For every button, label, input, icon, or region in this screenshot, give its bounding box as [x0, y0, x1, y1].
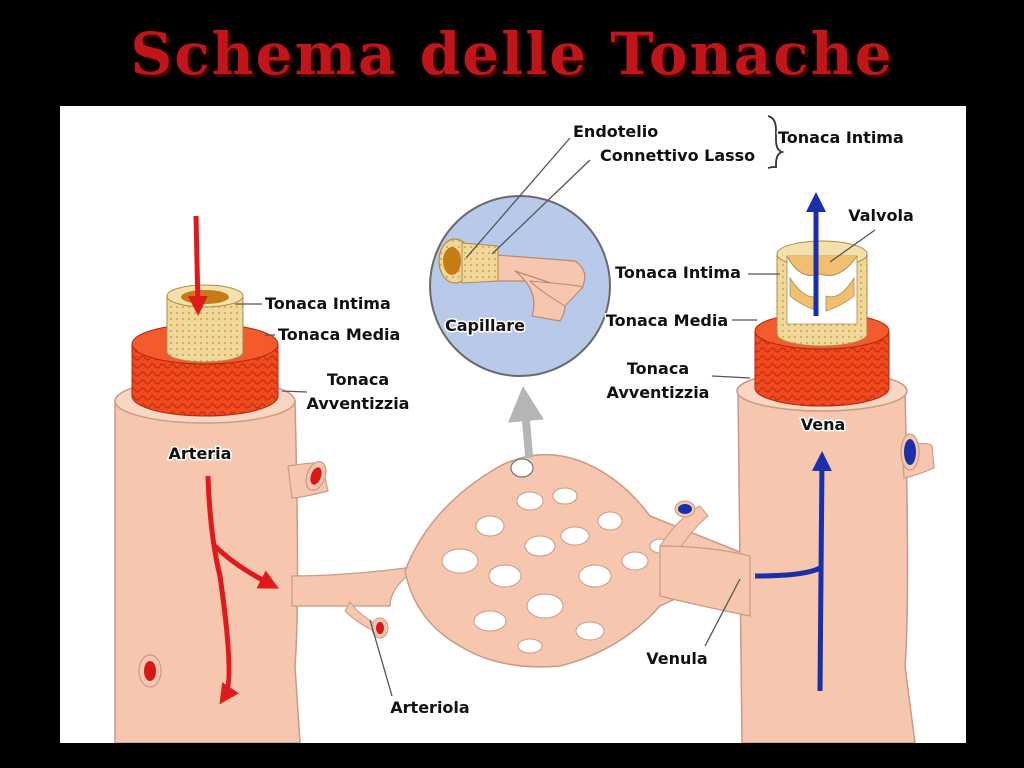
label-vein-intima: Tonaca Intima	[615, 263, 741, 282]
label-capillare: Capillare	[445, 316, 525, 335]
diagram-panel: Tonaca Intima Tonaca Media Tonaca Avvent…	[60, 106, 966, 743]
label-artery-media: Tonaca Media	[278, 325, 400, 344]
label-artery-adventitia-1: Tonaca	[327, 370, 389, 389]
label-artery-intima: Tonaca Intima	[265, 294, 391, 313]
label-arteriola: Arteriola	[390, 698, 469, 717]
label-valvola: Valvola	[848, 206, 914, 225]
capillary-bed	[404, 386, 751, 668]
label-connettivo-lasso: Connettivo Lasso	[600, 146, 755, 165]
label-arteria: Arteria	[169, 444, 232, 463]
label-endotelio: Endotelio	[573, 122, 658, 141]
capillary-zoom	[429, 195, 611, 377]
labels: Tonaca Intima Tonaca Media Tonaca Avvent…	[167, 121, 915, 719]
artery	[114, 215, 421, 743]
label-artery-adventitia-2: Avventizzia	[307, 394, 410, 413]
label-vena: Vena	[801, 415, 846, 434]
leader-lines	[235, 115, 876, 697]
label-vein-adventitia-1: Tonaca	[627, 359, 689, 378]
slide-title: Schema delle Tonache	[130, 20, 894, 88]
label-vein-adventitia-2: Avventizzia	[607, 383, 710, 402]
label-vein-media: Tonaca Media	[606, 311, 728, 330]
label-intima-group: Tonaca Intima	[778, 128, 904, 147]
label-venula: Venula	[646, 649, 707, 668]
vein	[659, 192, 935, 743]
vessel-diagram: Tonaca Intima Tonaca Media Tonaca Avvent…	[114, 115, 935, 743]
